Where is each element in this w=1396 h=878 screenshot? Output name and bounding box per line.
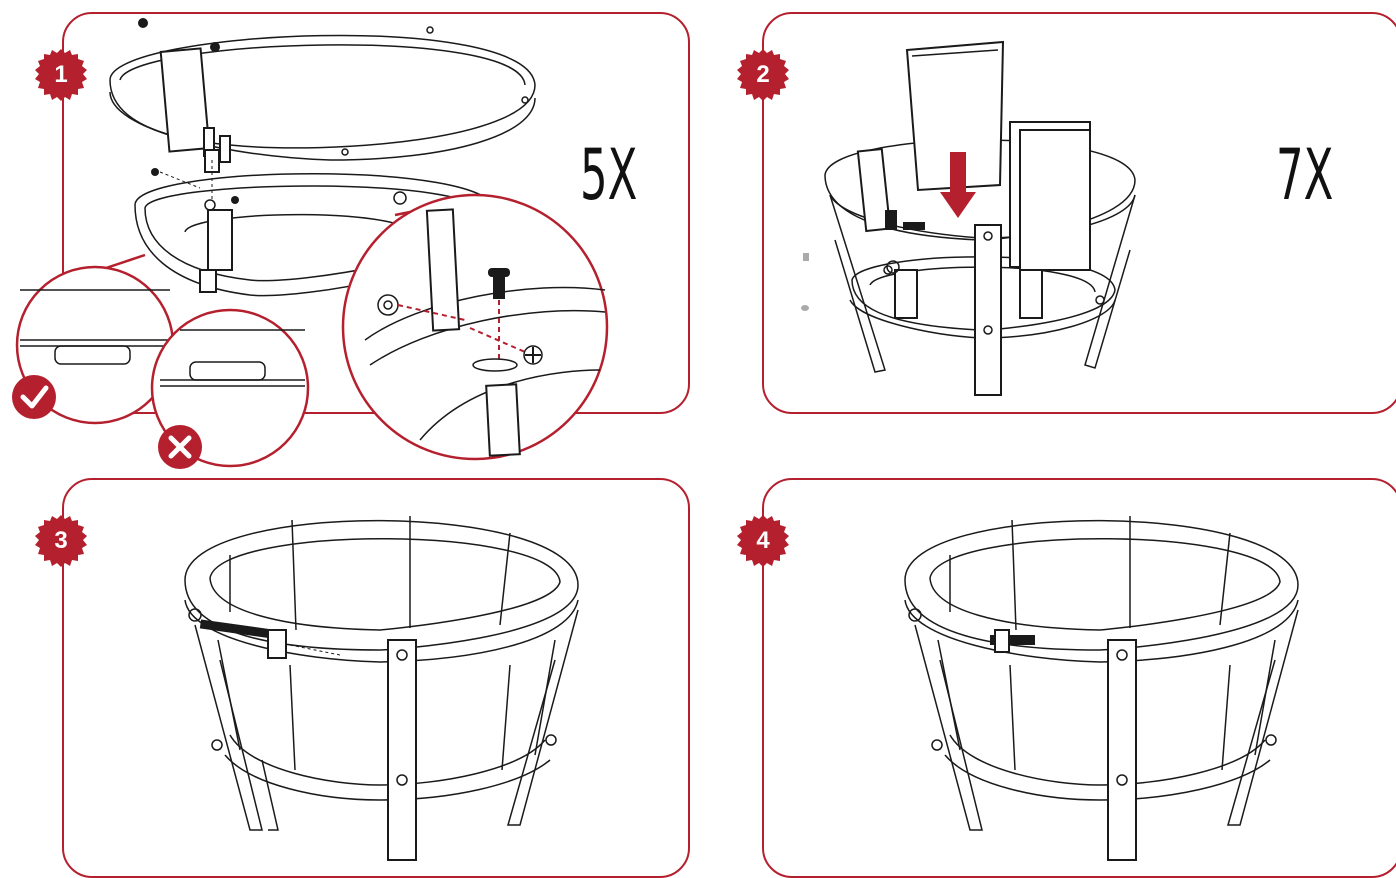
small-parts [801,253,809,311]
hardware-detail [341,193,609,461]
step-2-badge: 2 [736,48,790,102]
screw-icon [138,18,529,156]
step-1-multiplier: 5X [580,134,638,216]
arrow-down-icon [940,152,976,218]
assembled-fire-pit [184,516,579,861]
cross-icon [158,425,202,469]
step-2-illustration [801,40,1136,396]
step-1-badge: 1 [34,48,88,102]
step-3-number: 3 [54,527,68,554]
step-4-number: 4 [756,527,770,554]
wrong-detail [150,308,310,468]
checkmark-icon [12,375,56,419]
step-3-badge: 3 [34,514,88,568]
step-4-panel [762,478,1396,878]
step-4-badge: 4 [736,514,790,568]
step-3-panel [62,478,690,878]
step-1-number: 1 [54,61,68,88]
upper-ring [109,34,536,163]
fire-pit-frame [824,40,1136,396]
step-3-illustration [184,516,579,861]
assembled-fire-pit-final [904,516,1299,861]
step-2-multiplier: 7X [1276,134,1334,216]
step-2-number: 2 [756,61,770,88]
correct-detail [15,253,175,425]
step-1-illustration [12,18,609,469]
